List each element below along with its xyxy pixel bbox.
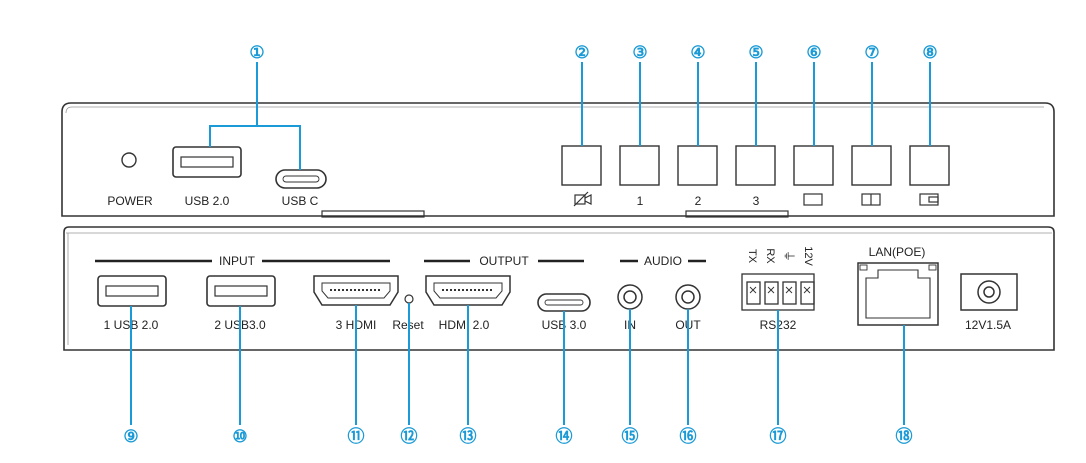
callout-9: ⑨ <box>123 427 138 446</box>
single-view-icon <box>803 193 823 206</box>
callout-1-leader <box>209 62 301 170</box>
split-view-icon <box>861 193 881 206</box>
input-3-label: 3 <box>753 194 760 208</box>
rs232-pin-rx: RX <box>764 248 776 264</box>
callout-12: ⑫ <box>401 426 418 446</box>
rear-callout-leaders <box>130 303 905 425</box>
usb-c-port[interactable] <box>537 293 591 312</box>
callout-13: ⑬ <box>460 426 477 446</box>
pip-view-icon <box>919 193 939 206</box>
rs232-pin-tx: TX <box>746 249 758 264</box>
input-2-label: 2 <box>695 194 702 208</box>
callout-16: ⑯ <box>680 426 697 446</box>
front-usb-a-port[interactable] <box>172 146 242 178</box>
split-view-button[interactable] <box>851 145 892 186</box>
pip-view-button[interactable] <box>909 145 950 186</box>
usb2-input-port[interactable] <box>97 275 167 307</box>
rs232-pin-ground: ⏚ <box>782 250 796 262</box>
single-view-button[interactable] <box>793 145 834 186</box>
front-usb-a-label: USB 2.0 <box>185 194 230 208</box>
input-group-title: INPUT <box>219 254 256 268</box>
power-label: POWER <box>107 194 153 208</box>
callout-1: ① <box>249 43 264 62</box>
callout-8: ⑧ <box>922 43 937 62</box>
input-1-label: 1 <box>637 194 644 208</box>
callout-numbers: ① ② ③ ④ ⑤ ⑥ ⑦ ⑧ ⑨ ⑩ ⑪ ⑫ ⑬ ⑭ ⑮ ⑯ ⑰ ⑱ <box>123 43 937 446</box>
callout-17: ⑰ <box>770 426 787 446</box>
callout-14: ⑭ <box>556 426 573 446</box>
rs232-pin-12v: 12V <box>802 246 814 266</box>
audio-group-title: AUDIO <box>644 254 682 268</box>
audio-out-jack[interactable] <box>675 284 701 310</box>
callout-10: ⑩ <box>232 427 247 446</box>
input-1-button[interactable] <box>619 145 660 186</box>
rear-panel: INPUT OUTPUT AUDIO 1 USB 2.0 2 USB3.0 3 … <box>63 226 1055 425</box>
callout-11: ⑪ <box>348 426 365 446</box>
power-led-icon <box>121 152 137 168</box>
callout-15: ⑮ <box>622 426 639 446</box>
callout-18: ⑱ <box>896 426 913 446</box>
mute-button[interactable] <box>561 145 602 186</box>
front-usb-c-port[interactable] <box>275 169 327 189</box>
audio-in-jack[interactable] <box>617 284 643 310</box>
front-usb-c-label: USB C <box>282 194 319 208</box>
callout-3: ③ <box>632 43 647 62</box>
reset-button[interactable] <box>404 294 414 304</box>
callout-4: ④ <box>690 43 705 62</box>
output-group-title: OUTPUT <box>479 254 529 268</box>
front-callout-leaders <box>581 62 931 146</box>
lan-label: LAN(POE) <box>869 245 926 259</box>
front-foot <box>685 210 789 218</box>
front-panel: POWER USB 2.0 USB C <box>61 62 1055 218</box>
input-3-button[interactable] <box>735 145 776 186</box>
dc-power-label: 12V1.5A <box>965 318 1011 332</box>
input-2-button[interactable] <box>677 145 718 186</box>
callout-5: ⑤ <box>748 43 763 62</box>
hdmi-output-label: HDMI 2.0 <box>439 318 490 332</box>
usb3-input-port[interactable] <box>206 275 276 307</box>
hdmi-output-port[interactable] <box>425 275 511 306</box>
front-buttons <box>561 145 950 186</box>
front-foot <box>321 210 425 218</box>
callout-7: ⑦ <box>864 43 879 62</box>
dc-power-jack[interactable] <box>960 273 1018 311</box>
hdmi-input-port[interactable] <box>313 275 399 306</box>
callout-6: ⑥ <box>806 43 821 62</box>
callout-2: ② <box>574 43 589 62</box>
lan-poe-port[interactable] <box>857 262 939 326</box>
rs232-terminal-block[interactable] <box>741 273 815 311</box>
camera-off-icon <box>573 191 592 207</box>
